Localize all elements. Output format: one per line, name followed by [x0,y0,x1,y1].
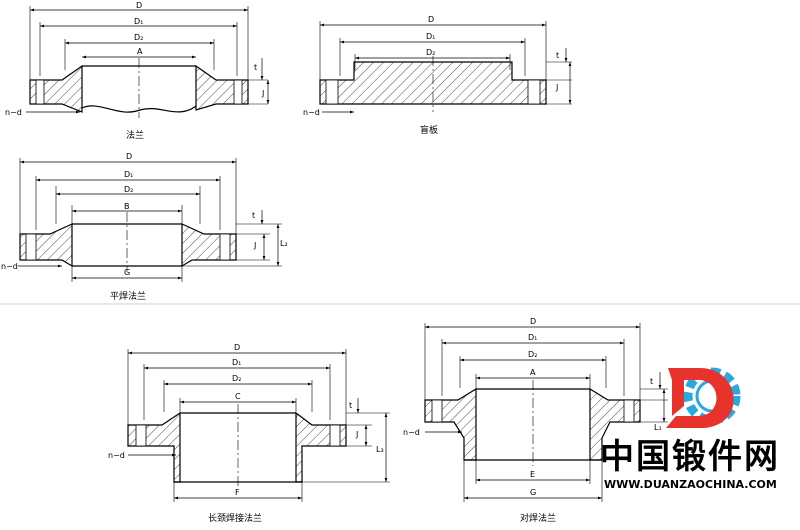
buttweld-dim-L1-label: L₁ [654,423,662,432]
longneck-dim-F-label: F [235,488,240,497]
blind-dim-D2-label: D₂ [426,48,435,57]
buttweld-dim-A-label: A [530,368,536,377]
slipon-dim-L2-label: L₂ [280,239,288,248]
dim-J-label: J [261,89,264,98]
slipon-dim-G-label: G [124,268,130,277]
slipon-dim-J-label: J [253,241,256,250]
longneck-dim-nd-label: n−d [108,451,125,460]
caption-flange: 法兰 [126,129,144,141]
blind-dim-nd-label: n−d [303,108,320,117]
blind-dim-D1-label: D₁ [426,32,435,41]
figure-blind: D D₁ D₂ t J n−d 盲板 [303,15,572,136]
buttweld-dim-nd-label: n−d [403,428,420,437]
longneck-dim-J-label: J [355,430,358,439]
caption-slipon: 平焊法兰 [110,290,146,302]
blind-dim-J-label: J [555,83,558,92]
buttweld-dim-D-label: D [530,317,536,326]
brand-name: 中国锻件网 [600,437,780,477]
dim-D1-label: D₁ [134,17,143,26]
slipon-dim-D-label: D [126,152,132,161]
dim-nd-label: n−d [5,108,22,117]
longneck-dim-L3-label: L₃ [376,445,384,454]
longneck-dim-D-label: D [234,343,240,352]
slipon-dim-t-label: t [252,211,255,220]
dim-t-label: t [254,63,257,72]
caption-longneck: 长颈焊接法兰 [208,512,262,524]
dim-D-label: D [136,1,142,10]
longneck-dim-C-label: C [235,392,241,401]
buttweld-dim-D1-label: D₁ [528,333,537,342]
slipon-dim-nd-label: n−d [1,262,18,271]
figure-slipon: D D₁ D₂ B G t J L₂ n−d 平焊法兰 [1,152,288,302]
caption-blind: 盲板 [420,124,438,136]
buttweld-dim-G-label: G [530,488,536,497]
slipon-dim-B-label: B [124,202,130,211]
figure-longneck: D D₁ D₂ C F t J L₃ n−d 长颈焊接法兰 [108,343,390,524]
dim-D2-label: D₂ [134,33,143,42]
buttweld-dim-t-label: t [650,377,653,386]
longneck-dim-t-label: t [349,401,352,410]
slipon-dim-D2-label: D₂ [124,185,133,194]
brand-url: WWW.DUANZAOCHINA.COM [604,478,777,491]
caption-buttweld: 对焊法兰 [520,512,556,524]
blind-dim-D-label: D [428,15,434,24]
brand-logo-icon [666,367,741,428]
figure-flange: D D₁ D₂ A t J n−d 法兰 [5,1,270,141]
longneck-dim-D1-label: D₁ [232,358,241,367]
buttweld-dim-E-label: E [530,470,535,479]
slipon-dim-D1-label: D₁ [124,170,133,179]
figure-buttweld: D D₁ D₂ A E G t L₁ n−d 对焊法兰 [403,317,668,524]
longneck-dim-D2-label: D₂ [232,374,241,383]
dim-A-label: A [137,47,143,56]
brand-watermark: 中国锻件网 WWW.DUANZAOCHINA.COM [600,367,780,491]
buttweld-dim-D2-label: D₂ [528,350,537,359]
blind-dim-t-label: t [556,51,559,60]
